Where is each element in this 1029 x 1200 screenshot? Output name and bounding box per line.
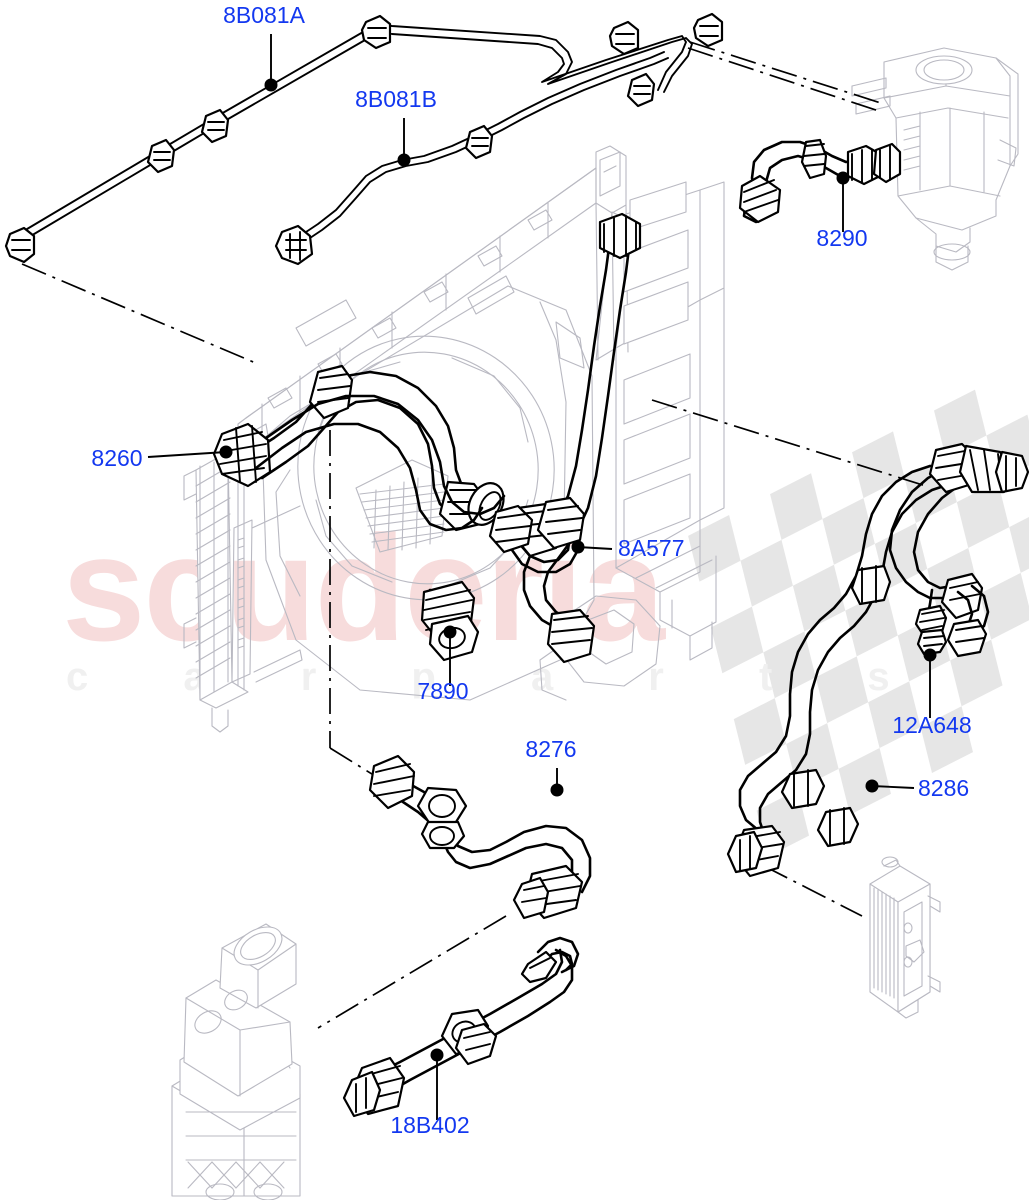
- callout-label: 8276: [525, 736, 576, 762]
- callout-label: 12A648: [892, 712, 971, 738]
- part-8276-radiator-lower-hose[interactable]: [368, 754, 592, 920]
- part-12A648-coolant-sensor[interactable]: [914, 588, 948, 656]
- callout-8B081A[interactable]: 8B081A: [223, 2, 306, 92]
- callout-label: 8286: [918, 775, 969, 801]
- checkered-flag-icon: [688, 389, 1029, 857]
- part-8290-expansion-tank-hose[interactable]: [738, 138, 902, 224]
- condenser-ghost: [595, 151, 725, 661]
- callout-dot: [443, 625, 457, 639]
- callout-8290[interactable]: 8290: [816, 171, 868, 252]
- part-8B081A-washer-pipe[interactable]: [4, 12, 724, 264]
- callout-dot: [923, 648, 937, 662]
- callout-7890[interactable]: 7890: [417, 625, 469, 705]
- callout-dot: [264, 78, 278, 92]
- part-upper-right-hose[interactable]: [254, 394, 506, 532]
- callout-label: 18B402: [390, 1112, 469, 1138]
- callout-12A648[interactable]: 12A648: [892, 648, 972, 739]
- callout-8286[interactable]: 8286: [865, 775, 970, 801]
- callout-8260[interactable]: 8260: [91, 445, 233, 471]
- callout-dot: [219, 445, 233, 459]
- callout-label: 8B081A: [223, 2, 306, 28]
- callout-18B402[interactable]: 18B402: [390, 1048, 470, 1139]
- charge-air-cooler-ghost: [171, 923, 301, 1200]
- radiator-core-ghost: [183, 451, 303, 733]
- callouts: 8B081A 8B081B 8290 8260 8A577: [91, 2, 971, 1138]
- part-7890-pipe-connector[interactable]: [420, 580, 480, 662]
- callout-label: 8260: [91, 445, 142, 471]
- callout-dot: [430, 1048, 444, 1062]
- callout-dot: [571, 540, 585, 554]
- callout-dot: [397, 153, 411, 167]
- callout-dot: [550, 783, 564, 797]
- callout-8B081B[interactable]: 8B081B: [355, 86, 437, 167]
- coolant-expansion-tank-ghost: [851, 47, 1019, 271]
- part-8A577-bypass-hose[interactable]: [488, 496, 586, 574]
- callout-dot: [836, 171, 850, 185]
- callout-label: 7890: [417, 678, 468, 704]
- callout-label: 8290: [816, 225, 867, 251]
- part-18B402-intercooler-pipe[interactable]: [342, 936, 580, 1118]
- part-8B081B-washer-branch[interactable]: [274, 51, 669, 266]
- engine-oil-cooler-ghost: [869, 856, 941, 1019]
- callout-8A577[interactable]: 8A577: [571, 535, 685, 561]
- callout-dot: [865, 779, 879, 793]
- callout-label: 8B081B: [355, 86, 437, 112]
- callout-label: 8A577: [618, 535, 685, 561]
- cooling-fan-shroud-ghost: [261, 275, 595, 701]
- callout-8276[interactable]: 8276: [525, 736, 577, 797]
- part-8286-oil-cooler-hose[interactable]: [726, 442, 1029, 878]
